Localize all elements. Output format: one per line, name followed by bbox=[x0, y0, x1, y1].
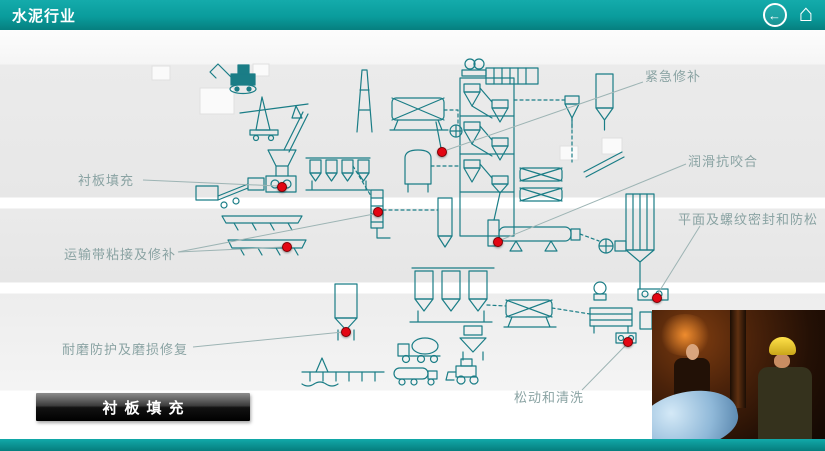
pump-icon bbox=[593, 281, 607, 301]
preheater-tower-icon bbox=[459, 77, 515, 237]
id-fan-icon bbox=[598, 238, 627, 254]
annotation-lubrication-antiseize[interactable]: 润滑抗咬合 bbox=[688, 154, 759, 169]
home-button[interactable]: ⌂ bbox=[798, 0, 814, 27]
excavator-icon bbox=[209, 63, 257, 95]
hotspot-emergency-repair[interactable] bbox=[437, 147, 447, 157]
process-links bbox=[352, 99, 600, 315]
photo-worker-2-body bbox=[758, 367, 812, 439]
raw-mill-icon bbox=[389, 97, 449, 149]
feed-silo-icon bbox=[437, 197, 453, 248]
annotation-conveyor-belt-repair[interactable]: 运输带粘接及修补 bbox=[64, 247, 177, 262]
annotation-emergency-repair[interactable]: 紧急修补 bbox=[645, 69, 702, 84]
hotspot-belt-repair-1[interactable] bbox=[282, 242, 292, 252]
wheel-loader-icon bbox=[445, 358, 479, 385]
hotspot-belt-repair-2[interactable] bbox=[373, 207, 383, 217]
photo-vertical-pipe bbox=[730, 310, 746, 408]
photo-maintenance-workers bbox=[652, 310, 825, 439]
hotspot-cleaning[interactable] bbox=[623, 337, 633, 347]
wharf-icon bbox=[301, 357, 385, 387]
back-button[interactable]: ← bbox=[762, 3, 787, 27]
bucket-elevator-icon bbox=[370, 189, 391, 239]
hotspot-lubrication[interactable] bbox=[493, 237, 503, 247]
top-crusher-icon bbox=[461, 58, 487, 77]
ghost-shapes bbox=[151, 63, 623, 161]
photo-worker-1-face bbox=[686, 344, 699, 360]
tanker-truck-icon bbox=[393, 367, 438, 386]
annotation-loosening-cleaning[interactable]: 松动和清洗 bbox=[514, 390, 585, 405]
photo-worker-2-helmet bbox=[769, 337, 796, 355]
photo-furnace-glow bbox=[658, 314, 712, 356]
storage-tank-icon bbox=[404, 149, 432, 193]
rotary-kiln-icon bbox=[487, 219, 581, 252]
belt-conveyors-icon bbox=[221, 215, 307, 256]
annotation-surface-thread-sealing[interactable]: 平面及螺纹密封和防松 bbox=[678, 212, 819, 227]
hotspot-thread-sealing[interactable] bbox=[652, 293, 662, 303]
stacker-crane-icon bbox=[239, 96, 309, 142]
bag-filter-icon bbox=[625, 193, 655, 263]
incline-right-icon bbox=[583, 151, 625, 178]
annotation-wear-protection-repair[interactable]: 耐磨防护及磨损修复 bbox=[62, 342, 189, 357]
incline-conveyor-icon bbox=[283, 111, 309, 153]
clinker-cooler-icon bbox=[589, 307, 633, 334]
selected-item-banner: 衬板填充 bbox=[36, 393, 250, 421]
chimney-icon bbox=[356, 69, 373, 133]
header-bar: 水泥行业 ← ⌂ bbox=[0, 0, 825, 30]
hotspot-liner-filling[interactable] bbox=[277, 182, 287, 192]
hotspot-wear-protection[interactable] bbox=[341, 327, 351, 337]
annotation-liner-filling[interactable]: 衬板填充 bbox=[78, 173, 135, 188]
clinker-silos-icon bbox=[409, 267, 495, 323]
bottom-accent-bar bbox=[0, 439, 825, 451]
tall-bin-icon bbox=[595, 73, 614, 131]
twin-mills-icon bbox=[519, 167, 563, 202]
crusher-group-icon bbox=[195, 177, 265, 209]
blend-silo-icon bbox=[334, 283, 358, 341]
photo-worker-2-face bbox=[774, 354, 790, 368]
mixer-truck-icon bbox=[397, 337, 441, 364]
page-title: 水泥行业 bbox=[12, 7, 77, 25]
